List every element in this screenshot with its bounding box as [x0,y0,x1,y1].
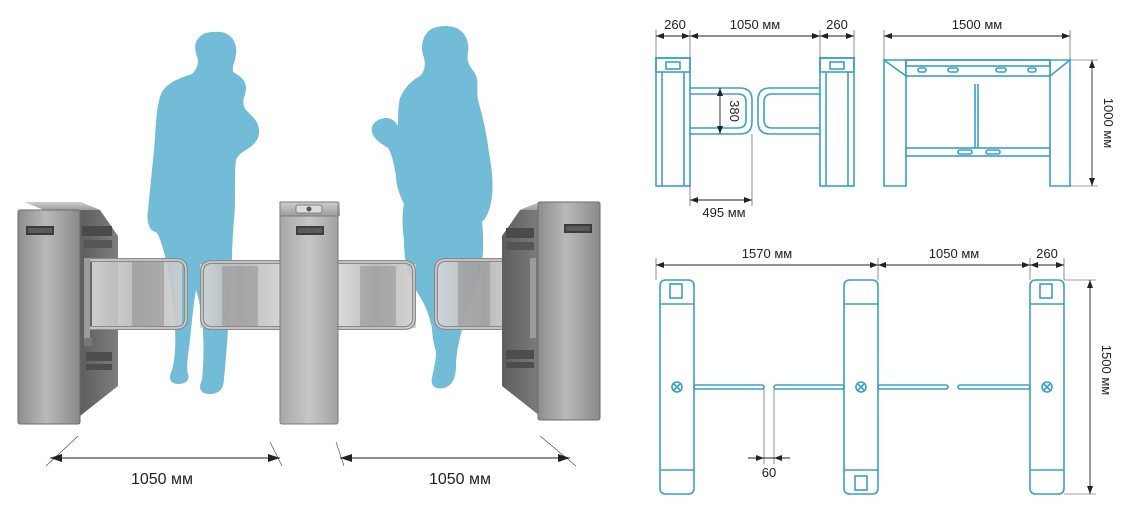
right-cabinet [502,201,601,421]
front-post-width-left: 260 [664,17,686,32]
front-arm-length: 495 мм [702,205,745,220]
card-reader-icon [306,206,312,212]
left-width-label: 1050 мм [131,471,193,488]
top-passage-width: 1050 мм [929,246,979,261]
top-post-width: 260 [1036,246,1058,261]
front-view-drawing: 260 1050 мм 260 380 495 мм [655,17,855,220]
front-post-width-right: 260 [826,17,848,32]
center-post [200,201,416,425]
left-swing-gate [90,258,188,330]
illustration-dimension-left: 1050 мм [45,435,283,488]
front-passage-width: 1050 мм [730,17,780,32]
woman-silhouette [371,26,493,389]
illustration-dimension-right: 1050 мм [335,435,577,488]
right-width-label: 1050 мм [429,471,491,488]
man-silhouette [147,31,260,394]
turnstile-illustration: 1050 мм 1050 мм [17,26,601,488]
side-length: 1500 мм [952,17,1002,32]
top-span-total: 1570 мм [742,246,792,261]
top-view-drawing: 1570 мм 1050 мм 260 1500 мм 60 [655,246,1114,495]
top-gap: 60 [762,465,776,480]
side-view-drawing: 1500 мм 1000 мм [883,17,1116,187]
top-length: 1500 мм [1099,345,1114,395]
side-height: 1000 мм [1101,98,1116,148]
front-arm-height: 380 [727,100,742,122]
left-cabinet [17,202,118,425]
